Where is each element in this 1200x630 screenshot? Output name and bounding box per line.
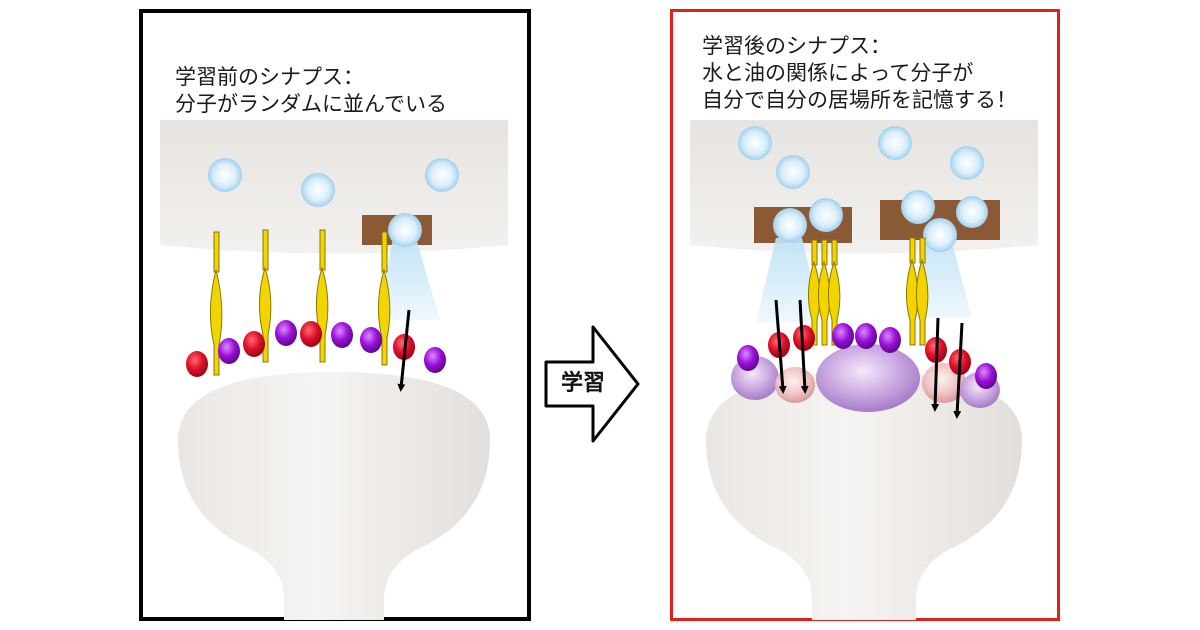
purple-receptor [855, 323, 877, 349]
purple-receptor [832, 323, 854, 349]
vesicle [878, 126, 912, 160]
after-postsynaptic-spine [706, 372, 1022, 620]
vesicle [738, 126, 772, 160]
vesicle [776, 155, 810, 189]
vesicle [208, 158, 242, 192]
caption-after-line2: 水と油の関係によって分子が [702, 61, 974, 85]
after-vesicles [738, 126, 984, 189]
caption-before-learning: 学習前のシナプス： 分子がランダムに並んでいる [175, 64, 447, 118]
caption-after-line3: 自分で自分の居場所を記憶する！ [702, 88, 1017, 112]
vesicle [301, 173, 335, 207]
after-channels [808, 237, 929, 346]
caption-before-line1: 学習前のシナプス： [175, 65, 364, 89]
purple-receptor [331, 322, 353, 348]
before-vesicles [208, 158, 459, 207]
release-plume [756, 238, 822, 322]
before-channels [209, 229, 391, 376]
yellow-channel [258, 229, 272, 363]
red-receptor [300, 321, 322, 347]
learning-arrow [544, 325, 640, 443]
before-flux-arrow [397, 309, 411, 392]
purple-receptor [275, 320, 297, 346]
purple-receptor [879, 327, 901, 353]
yellow-channel [828, 239, 841, 346]
after-flux-arrows [774, 299, 964, 419]
vesicle [809, 198, 843, 232]
vesicle [901, 190, 935, 224]
red-receptor [793, 325, 815, 351]
vesicle [773, 208, 807, 242]
yellow-channel [377, 231, 391, 366]
lipid-domain-purple [816, 344, 920, 412]
yellow-channel [916, 237, 929, 346]
purple-receptor [360, 327, 382, 353]
vesicle [923, 218, 957, 252]
purple-receptor [218, 338, 240, 364]
vesicle [388, 213, 422, 247]
red-receptor [243, 331, 265, 357]
purple-receptor [737, 345, 759, 371]
vesicle [950, 146, 984, 180]
before-release-site [362, 213, 440, 320]
before-postsynaptic-spine [178, 372, 490, 620]
vesicle [956, 196, 988, 228]
learning-arrow-label: 学習 [560, 371, 605, 396]
yellow-channel [209, 231, 223, 376]
caption-before-line2: 分子がランダムに並んでいる [175, 92, 447, 116]
release-plume [378, 238, 440, 320]
red-receptor [186, 351, 208, 377]
yellow-channel [315, 229, 329, 363]
caption-after-line1: 学習後のシナプス： [702, 34, 891, 58]
after-receptors [737, 323, 997, 389]
before-receptors [186, 320, 446, 377]
yellow-channel [808, 239, 821, 346]
vesicle [425, 158, 459, 192]
purple-receptor [424, 347, 446, 373]
caption-after-learning: 学習後のシナプス： 水と油の関係によって分子が 自分で自分の居場所を記憶する！ [702, 33, 1017, 114]
purple-receptor [975, 363, 997, 389]
